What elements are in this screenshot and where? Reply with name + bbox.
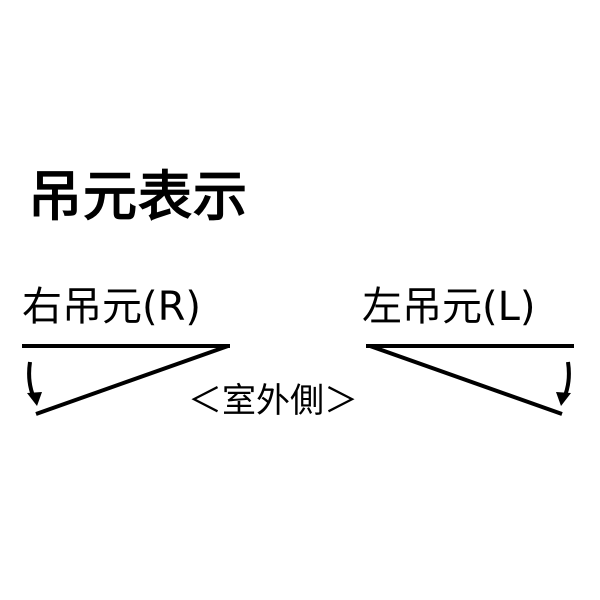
outdoor-side-label: ＜室外側＞ [188,381,358,421]
right-hinge-symbol [22,344,230,416]
page-title: 吊元表示 [28,165,248,228]
left-hinge-symbol [366,344,574,416]
left-hinge-arrowhead-icon [556,392,571,406]
left-hinge-door-leaf [369,344,563,416]
left-hinge-label: 左吊元(L) [362,284,536,330]
right-hinge-arrowhead-icon [27,392,42,406]
right-hinge-door-leaf [35,344,229,416]
right-hinge-label: 右吊元(R) [22,284,202,330]
